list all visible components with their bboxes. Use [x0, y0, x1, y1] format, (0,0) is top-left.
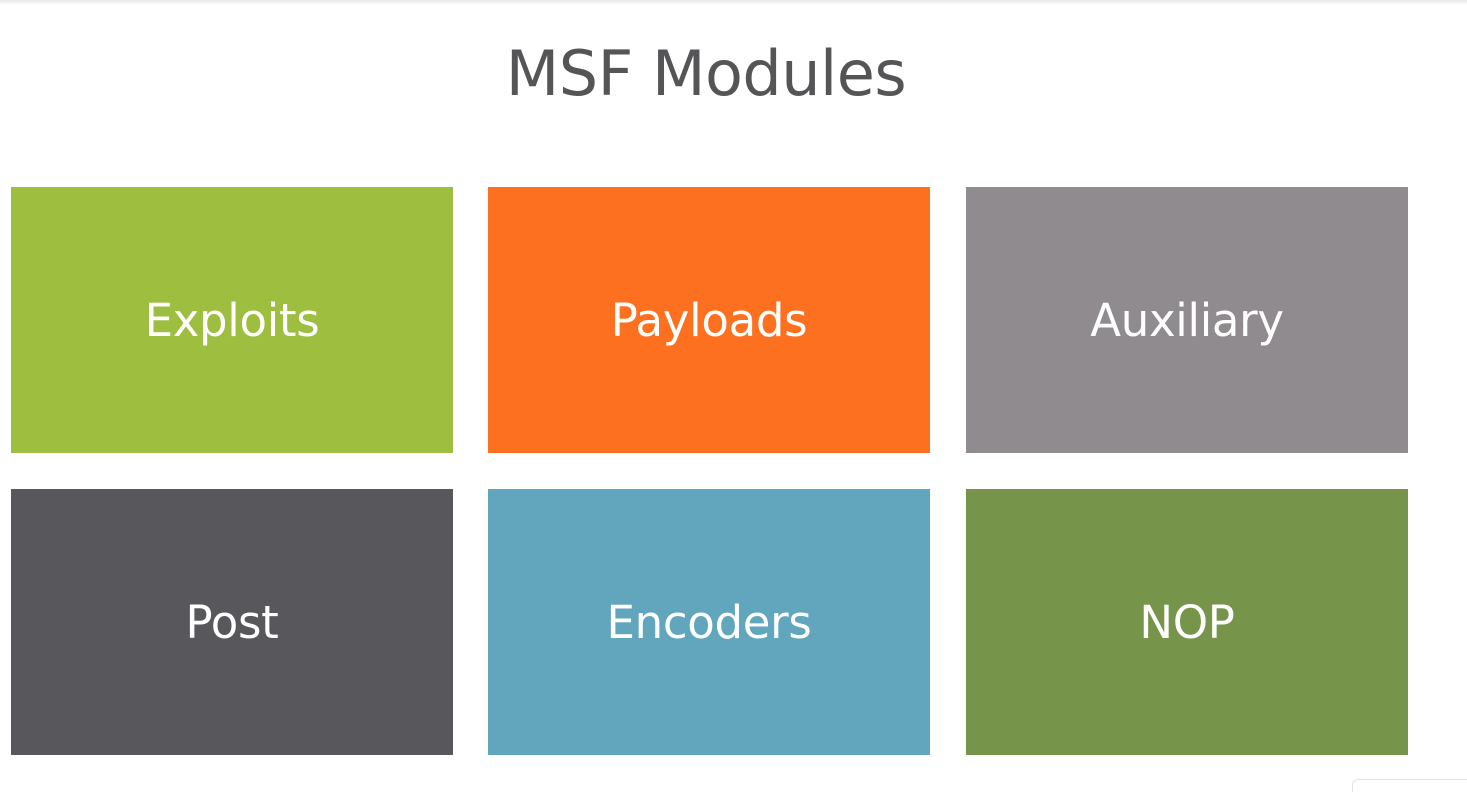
module-label: Payloads	[610, 293, 808, 347]
module-tile-payloads: Payloads	[488, 187, 930, 453]
top-divider	[0, 0, 1467, 5]
module-tile-exploits: Exploits	[11, 187, 453, 453]
module-tile-encoders: Encoders	[488, 489, 930, 755]
module-label: Auxiliary	[1090, 293, 1284, 347]
corner-overlay	[1352, 779, 1467, 792]
module-label: Post	[185, 595, 279, 649]
module-tile-auxiliary: Auxiliary	[966, 187, 1408, 453]
module-label: Exploits	[144, 293, 320, 347]
module-label: Encoders	[606, 595, 812, 649]
module-tile-nop: NOP	[966, 489, 1408, 755]
slide-title: MSF Modules	[505, 37, 907, 110]
module-label: NOP	[1139, 595, 1235, 649]
module-tile-post: Post	[11, 489, 453, 755]
